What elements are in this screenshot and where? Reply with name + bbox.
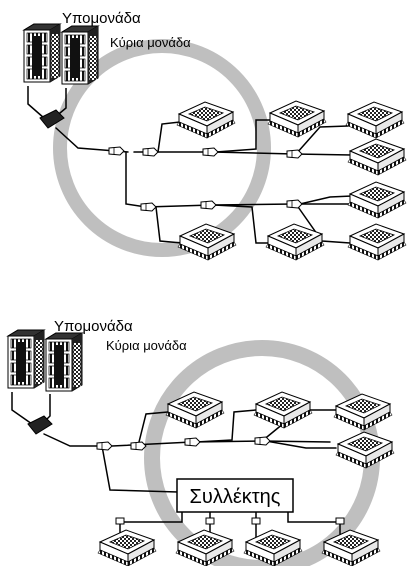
top-indoor-units bbox=[176, 100, 407, 261]
cassette-indoor-unit-icon bbox=[267, 100, 327, 138]
cassette-indoor-unit-icon bbox=[253, 391, 313, 429]
pipe-connector-icon bbox=[251, 517, 261, 525]
top-outdoor-units bbox=[23, 23, 99, 85]
outdoor-unit-icon bbox=[61, 25, 99, 85]
bottom-main-unit-label: Κύρια μονάδα bbox=[106, 338, 187, 353]
branch-joint-icon bbox=[202, 147, 219, 157]
top-diagram: Υπομονάδα Κύρια μονάδα bbox=[23, 10, 407, 261]
cassette-indoor-unit-icon bbox=[176, 101, 236, 139]
outdoor-branch-joint-icon bbox=[39, 109, 65, 129]
top-sub-unit-label: Υπομονάδα bbox=[62, 10, 141, 27]
outdoor-unit-icon bbox=[23, 23, 61, 83]
branch-joint-icon bbox=[254, 436, 271, 446]
header-box-frame bbox=[176, 478, 294, 513]
branch-joint-icon bbox=[184, 437, 201, 447]
pipe-connector-icon bbox=[115, 517, 125, 525]
bottom-diagram-ring bbox=[144, 340, 380, 566]
cassette-indoor-unit-icon bbox=[335, 431, 395, 469]
pipe-connector-icon bbox=[205, 517, 215, 525]
cassette-indoor-unit-icon bbox=[97, 529, 157, 566]
branch-joint-icon bbox=[200, 200, 217, 210]
bottom-branch-joints bbox=[96, 436, 271, 451]
branch-joint-icon bbox=[108, 146, 125, 156]
cassette-indoor-unit-icon bbox=[265, 223, 325, 261]
cassette-indoor-unit-icon bbox=[347, 181, 407, 219]
pipe-connector-icon bbox=[335, 517, 345, 525]
branch-joint-icon bbox=[142, 147, 159, 157]
cassette-indoor-unit-icon bbox=[345, 101, 405, 139]
header-label: Συλλέκτης bbox=[190, 486, 281, 508]
branch-joint-icon bbox=[96, 441, 113, 451]
branch-joint-icon bbox=[286, 149, 303, 159]
branch-joint-icon bbox=[140, 202, 157, 212]
top-main-unit-label: Κύρια μονάδα bbox=[110, 35, 191, 50]
outdoor-unit-icon bbox=[7, 329, 45, 389]
top-diagram-ring bbox=[53, 39, 271, 257]
bottom-diagram: Συλλέκτης Υπομονάδα Κύρια μονάδα bbox=[7, 318, 395, 566]
bottom-outdoor-units bbox=[7, 329, 83, 392]
bottom-pipe-network bbox=[43, 409, 341, 541]
bottom-sub-unit-label: Υπομονάδα bbox=[54, 318, 133, 335]
cassette-indoor-unit-icon bbox=[347, 138, 407, 176]
branch-joint-icon bbox=[130, 441, 147, 451]
outdoor-branch-joint-icon bbox=[27, 415, 53, 435]
cassette-indoor-unit-icon bbox=[347, 223, 407, 261]
top-branch-joints bbox=[108, 146, 303, 212]
outdoor-unit-icon bbox=[45, 332, 83, 392]
branch-joint-icon bbox=[286, 199, 303, 209]
cassette-indoor-unit-icon bbox=[333, 393, 393, 431]
header-box: Συλλέκτης bbox=[115, 478, 345, 525]
